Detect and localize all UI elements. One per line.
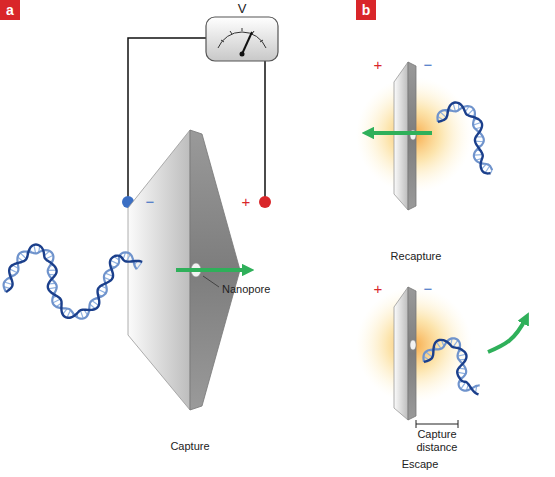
polarity-sign: +	[374, 280, 383, 297]
motion-arrow	[488, 318, 526, 352]
polarity-sign: −	[424, 280, 433, 297]
polarity-sign: +	[242, 193, 251, 210]
dimension-bracket	[416, 420, 458, 428]
panel-caption: Recapture	[391, 250, 442, 263]
polarity-sign: −	[146, 193, 155, 210]
panel-letter: b	[356, 0, 376, 20]
part-name: Nanopore	[222, 283, 270, 296]
motion-arrow	[176, 268, 248, 272]
membrane	[394, 287, 416, 420]
panel-letter-text: b	[356, 3, 376, 17]
panel-letter-text: a	[0, 3, 20, 17]
motion-arrow	[368, 131, 432, 135]
membrane	[394, 62, 416, 210]
dimension-label: Capture distance	[407, 428, 467, 454]
leader-line	[203, 276, 219, 287]
dna-strand	[4, 102, 493, 394]
panel-caption: Capture	[170, 440, 209, 453]
voltage-symbol: V	[238, 1, 247, 16]
panel-letter: a	[0, 0, 20, 20]
terminal	[259, 196, 271, 208]
polarity-sign: −	[424, 56, 433, 73]
polarity-sign: +	[374, 56, 383, 73]
voltmeter-symbol	[206, 17, 278, 61]
panel-caption: Escape	[402, 458, 439, 471]
